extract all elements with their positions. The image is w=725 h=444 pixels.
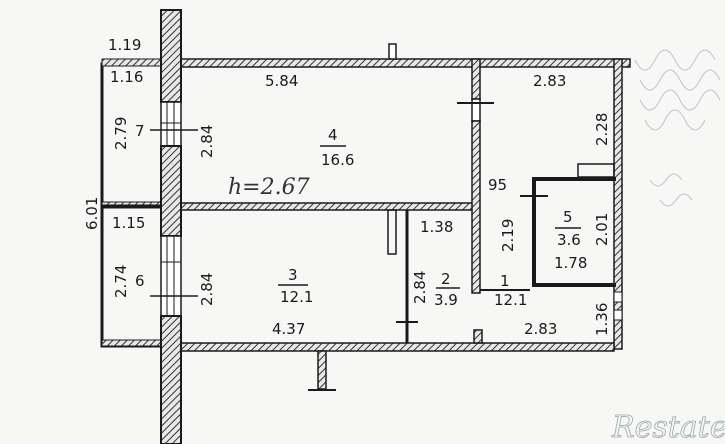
room2-height-label: 2.84 [411,271,429,304]
walls [100,9,631,444]
room2-area-label: 3.9 [434,291,458,309]
balcony6-width-label: 1.15 [112,214,145,232]
balcony6-height-label: 2.74 [112,265,130,298]
room5-width-label: 1.78 [554,254,587,272]
room2-width-label: 1.38 [420,218,453,236]
hall-bottom-height-label: 1.36 [593,303,611,336]
room5-area-label: 3.6 [557,231,581,249]
balcony7-height-label: 2.79 [112,117,130,150]
room4-area-label: 16.6 [321,151,354,169]
room3-area-label: 12.1 [280,288,313,306]
hall-bottom-width-label: 2.83 [524,320,557,338]
hall-area-label: 12.1 [494,291,527,309]
room3-id-label: 3 [288,266,298,284]
room4-id-label: 4 [328,126,338,144]
hall-right-height-label: 2.28 [593,113,611,146]
watermark-logo: Restate [611,410,725,444]
outer-height-label: 6.01 [83,197,101,230]
room5-height-label: 2.01 [593,213,611,246]
scribble-decoration [634,49,721,207]
room2-id-label: 2 [441,270,451,288]
hall-door-label: 95 [488,176,507,194]
room3-width-label: 4.37 [272,320,305,338]
balcony7-width-label: 1.16 [110,68,143,86]
hall-height-label: 2.19 [499,219,517,252]
ceiling-height-note: h=2.67 [228,175,310,200]
balcony6-id-label: 6 [135,272,145,290]
room4-height-label: 2.84 [198,125,216,158]
balcony7-id-label: 7 [135,122,145,140]
balcony-top-width-label: 1.19 [108,36,141,54]
room4-width-label: 5.84 [265,72,298,90]
hall-id-label: 1 [500,272,510,290]
room3-height-label: 2.84 [198,273,216,306]
room5-id-label: 5 [563,208,573,226]
hall-top-width-label: 2.83 [533,72,566,90]
